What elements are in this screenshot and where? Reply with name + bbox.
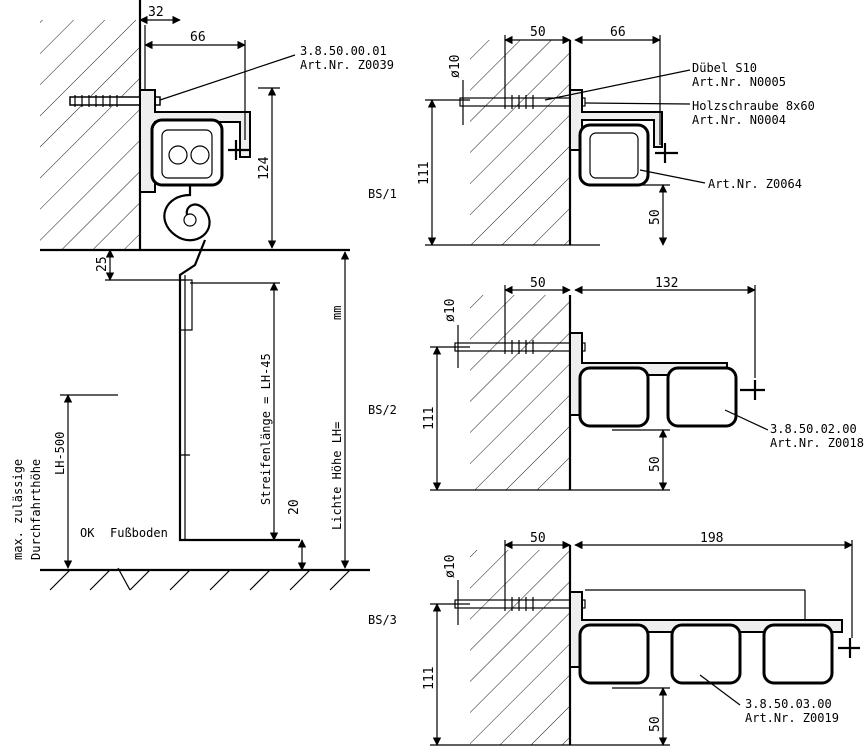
bs3-wall-hatch <box>470 550 570 745</box>
bs3-part: 3.8.50.03.00 <box>745 697 832 711</box>
bs2-art: Art.Nr. Z0018 <box>770 436 864 450</box>
bs1-view: 50 66 ø10 111 50 BS/1 Dübel S10 Art.Nr. … <box>368 25 815 246</box>
left-section-view: 32 66 3.8.50.00.01 Art.Nr. Z0039 124 25 … <box>11 0 394 591</box>
bs2-dim-50: 50 <box>530 276 546 291</box>
dim-20: 20 <box>287 499 302 515</box>
bs3-label: BS/3 <box>368 613 397 627</box>
bs3-view: 50 198 ø10 111 50 BS/3 3.8.50.03.00 Art.… <box>368 531 860 746</box>
bs2-label: BS/2 <box>368 403 397 417</box>
bs1-wall-hatch <box>470 40 570 245</box>
bs3-dim-50v: 50 <box>648 716 663 732</box>
bs3-dim-198: 198 <box>700 531 723 546</box>
left-hook <box>163 185 211 242</box>
bs2-wall-hatch <box>470 295 570 490</box>
dim-32: 32 <box>148 5 164 20</box>
bs1-art-rail: Art.Nr. Z0064 <box>708 177 802 191</box>
bs1-bracket <box>569 89 663 151</box>
bs3-art: Art.Nr. Z0019 <box>745 711 839 725</box>
bs1-holz-art: Art.Nr. N0004 <box>692 113 786 127</box>
bs2-rail-1 <box>578 366 650 428</box>
bs3-dim-50: 50 <box>530 531 546 546</box>
bs1-dim-66: 66 <box>610 25 626 40</box>
bs1-dubel-art: Art.Nr. N0005 <box>692 75 786 89</box>
bs2-dim-132: 132 <box>655 276 678 291</box>
bs3-dim-phi: ø10 <box>443 555 458 578</box>
bs2-part: 3.8.50.02.00 <box>770 422 857 436</box>
left-art-label: Art.Nr. Z0039 <box>300 58 394 72</box>
bs1-holz: Holzschraube 8x60 <box>692 99 815 113</box>
fussboden-label: Fußboden <box>110 526 168 540</box>
bs3-rail-1 <box>578 623 650 685</box>
left-bracket <box>139 89 251 193</box>
left-wall-hatch <box>40 20 140 250</box>
dim-66-left: 66 <box>190 30 206 45</box>
left-part-label: 3.8.50.00.01 <box>300 44 387 58</box>
bs1-dim-111: 111 <box>417 162 432 185</box>
bs1-dim-50: 50 <box>530 25 546 40</box>
bs2-dim-50v: 50 <box>648 456 663 472</box>
lichte-label: Lichte Höhe LH= <box>330 422 344 530</box>
bs3-dim-111: 111 <box>422 667 437 690</box>
bs2-dim-111: 111 <box>422 407 437 430</box>
bs1-label: BS/1 <box>368 187 397 201</box>
bs1-dubel: Dübel S10 <box>692 61 757 75</box>
bs3-rail-3 <box>762 623 834 685</box>
bs2-rail-2 <box>666 366 738 428</box>
ok-label: OK <box>80 526 95 540</box>
dim-124: 124 <box>257 156 272 180</box>
bs2-view: 50 132 ø10 111 50 BS/2 3.8.50.02.00 Art.… <box>368 276 864 491</box>
dim-25: 25 <box>95 256 110 272</box>
durchfahrt-label: Durchfahrthöhe <box>29 459 43 560</box>
lh500-label: LH-500 <box>53 432 67 475</box>
mm-label: mm <box>330 306 344 320</box>
hanger-strip <box>178 239 300 542</box>
left-anchor-bolt <box>69 96 161 106</box>
streifen-label: Streifenlänge = LH-45 <box>259 353 273 505</box>
bs1-dim-phi: ø10 <box>448 55 463 78</box>
max-label: max. zulässige <box>11 459 25 560</box>
bs2-dim-phi: ø10 <box>443 299 458 322</box>
bs1-dim-50v: 50 <box>648 209 663 225</box>
bs3-rail-2 <box>670 623 742 685</box>
